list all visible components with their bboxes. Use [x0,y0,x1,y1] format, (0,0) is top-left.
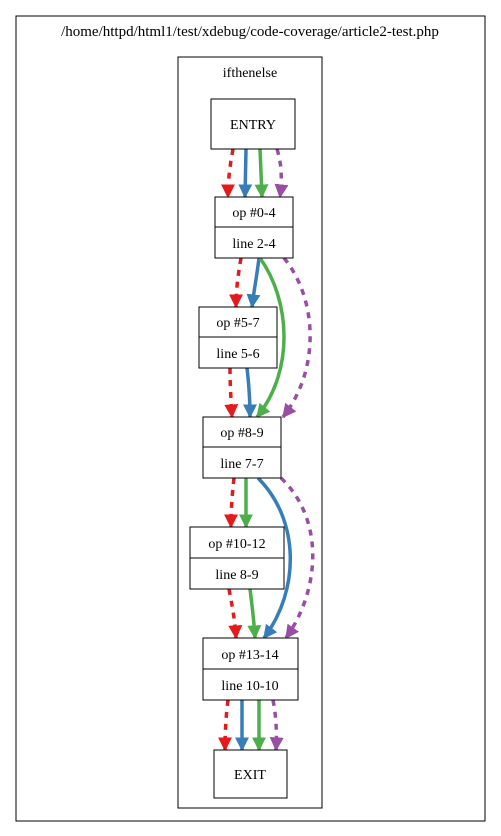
file-title: /home/httpd/html1/test/xdebug/code-cover… [61,24,439,40]
node-op-5-7: op #5-7 line 5-6 [198,306,278,369]
edge-n0-n5-blue [246,257,261,309]
node-op-0-4-ops: op #0-4 [232,206,275,221]
node-op-5-7-lines: line 5-6 [216,347,259,362]
edge-entry-n0-red [221,148,236,199]
node-op-10-12: op #10-12 line 8-9 [189,526,285,590]
function-cluster [177,56,323,809]
edge-n0-n5-red [229,257,244,309]
edge-n13-exit-purple [269,699,284,752]
node-op-8-9: op #8-9 line 7-7 [202,416,282,479]
node-op-8-9-lines: line 7-7 [220,457,263,472]
node-op-13-14-lines: line 10-10 [221,679,278,694]
edge-n8-n13-blue [256,476,292,640]
node-entry-label: ENTRY [230,118,276,133]
edge-entry-n0-green [254,148,269,199]
node-op-13-14: op #13-14 line 10-10 [202,637,299,701]
edge-n0-n8-purple [281,256,312,419]
node-op-5-7-ops: op #5-7 [216,316,259,331]
file-cluster [15,15,486,822]
node-op-10-12-ops: op #10-12 [208,537,265,552]
edge-n5-n8-blue [242,367,257,419]
function-title: ifthenelse [223,66,277,81]
node-op-13-14-ops: op #13-14 [221,648,278,663]
node-op-10-12-lines: line 8-9 [215,568,258,583]
edge-n0-n8-green [255,256,286,419]
edge-entry-n0-blue [238,148,253,199]
edge-n10-n13-green [247,588,262,640]
node-op-0-4-lines: line 2-4 [232,237,275,252]
node-op-0-4: op #0-4 line 2-4 [214,196,294,259]
edges [218,148,315,752]
edge-n13-exit-red [218,699,233,752]
edge-n8-n10-red [224,477,239,529]
edge-n10-n13-red [227,588,243,640]
node-exit-label: EXIT [234,768,266,783]
node-entry: ENTRY [210,98,296,150]
edge-n8-n13-purple [279,476,315,640]
edge-entry-n0-purple [274,148,289,199]
edge-n5-n8-red [224,367,239,419]
node-op-8-9-ops: op #8-9 [220,426,263,441]
node-exit: EXIT [213,749,288,799]
